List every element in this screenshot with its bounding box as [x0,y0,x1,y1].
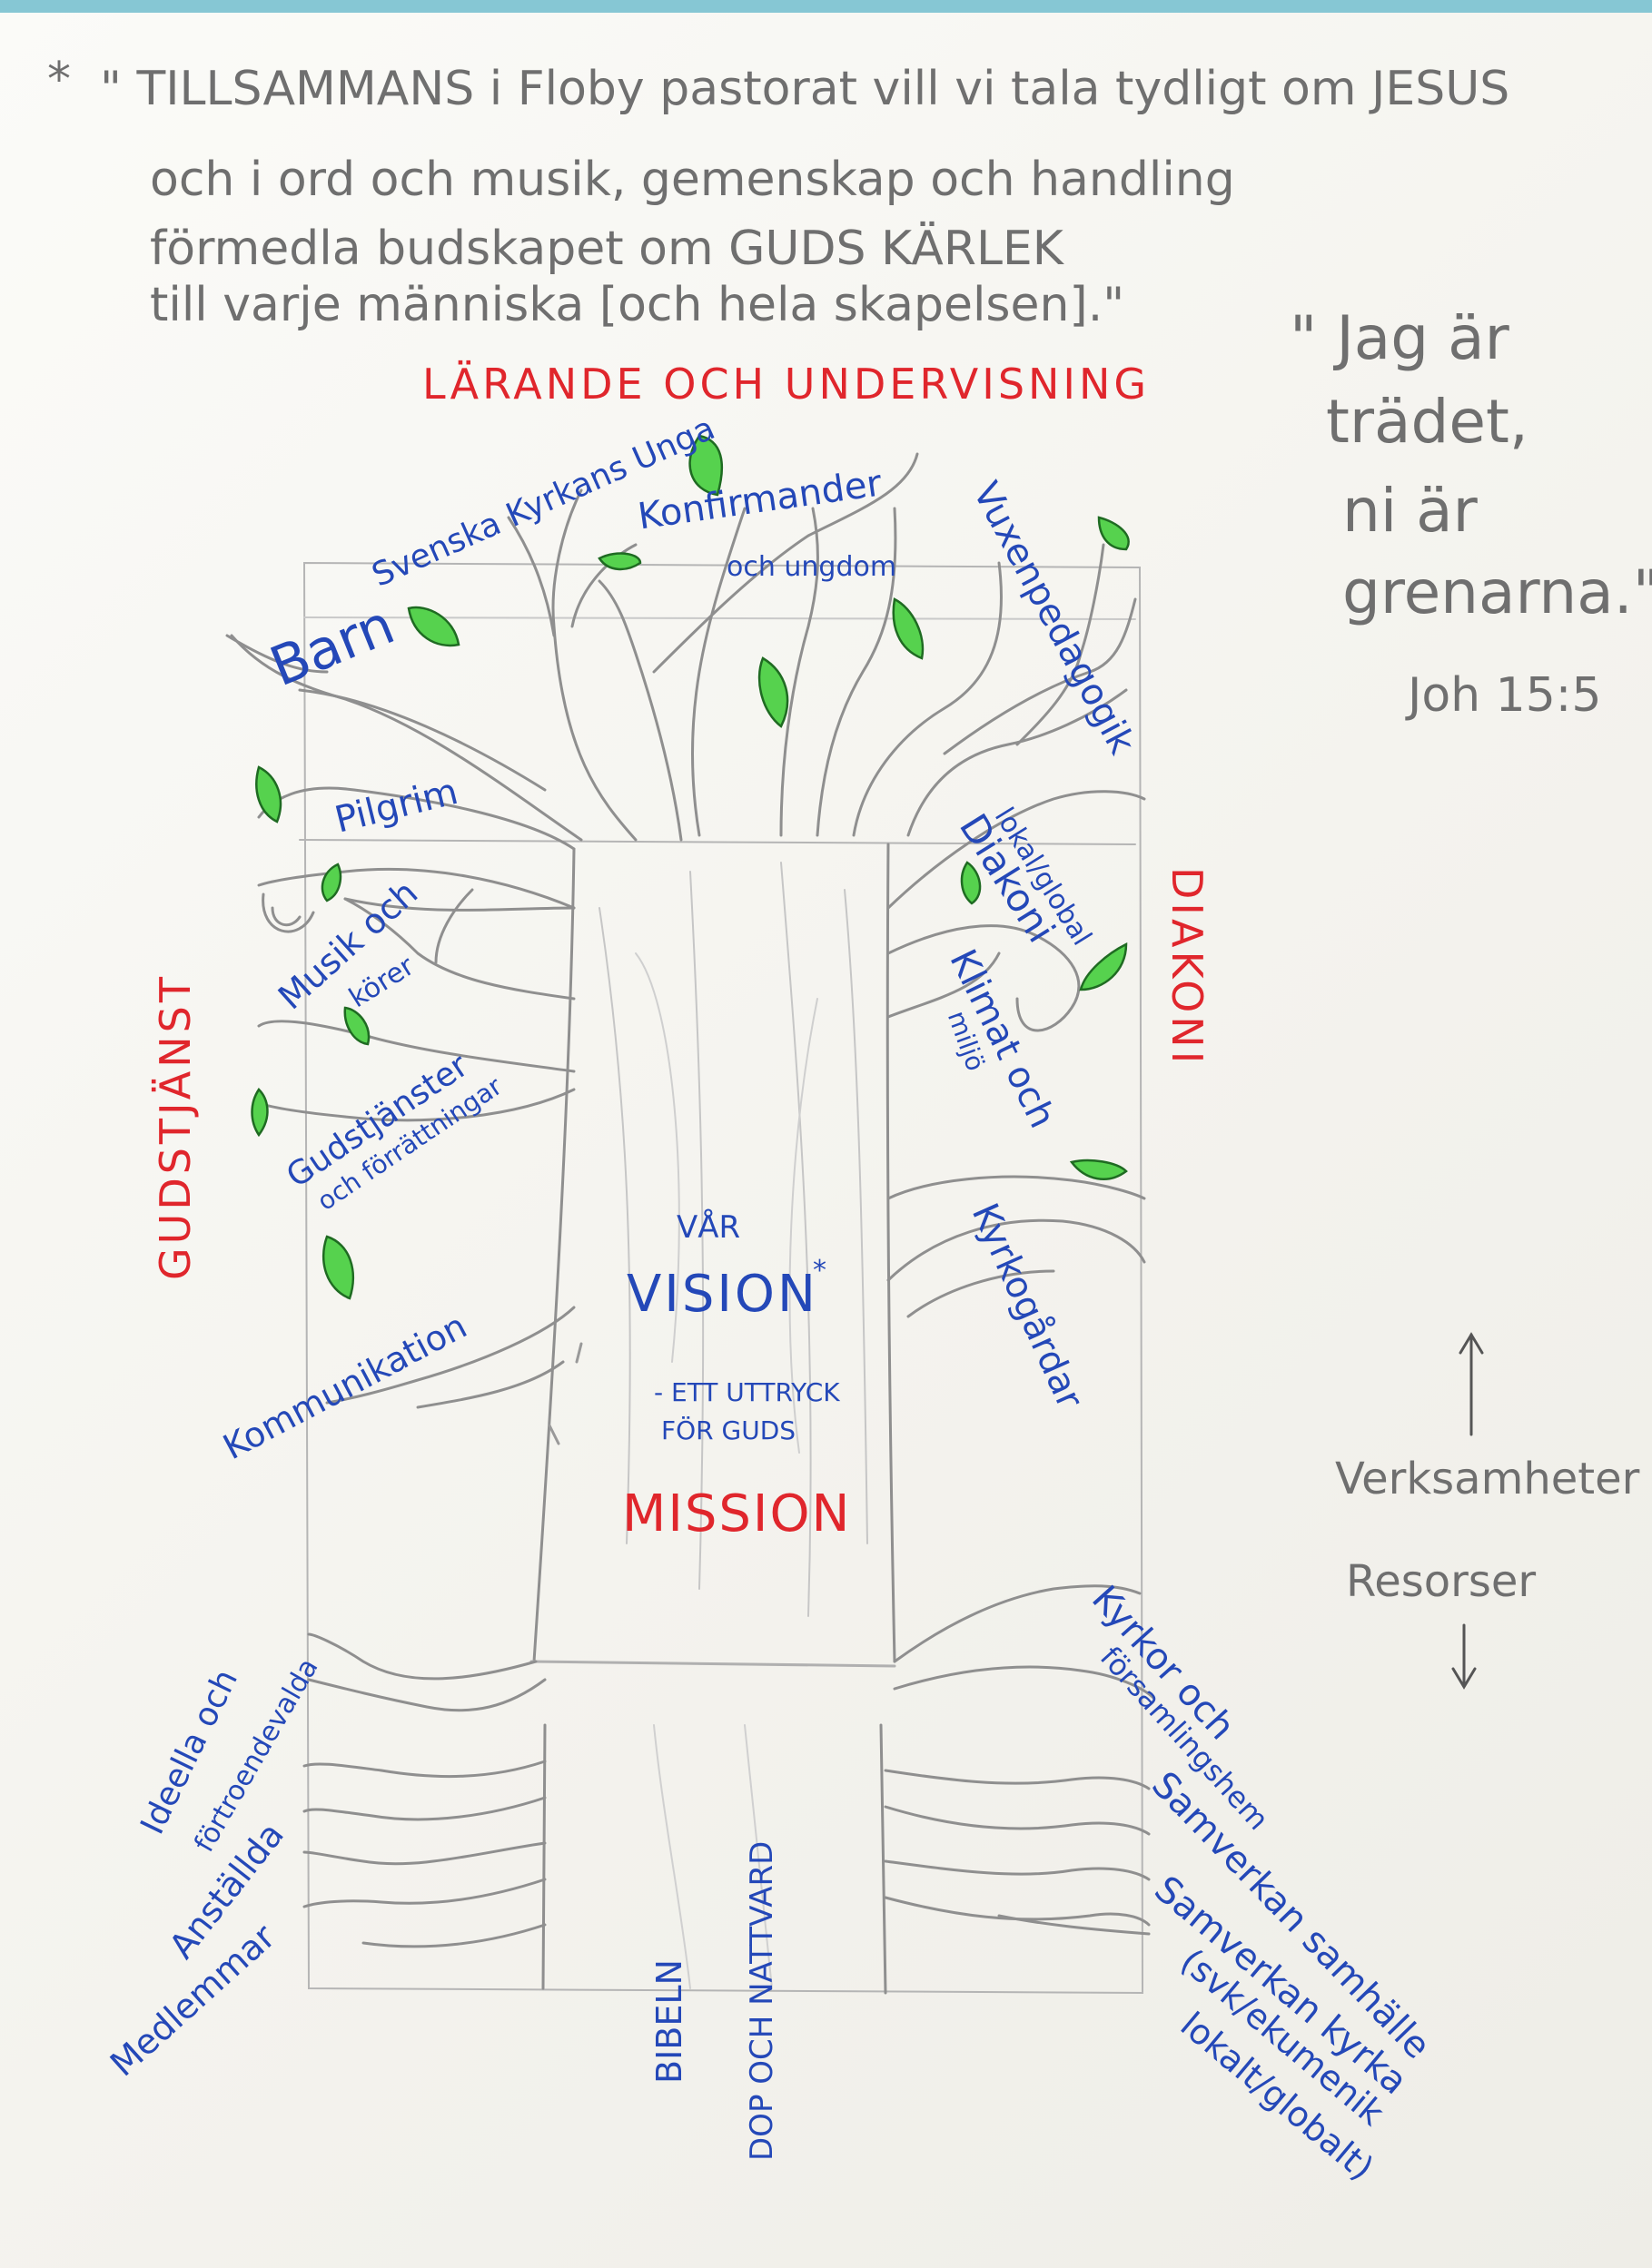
bible-quote-line-1: " Jag är [1290,303,1509,373]
area-heading-right: DIAKONI [1162,867,1212,1068]
trunk-uttryck: - ETT UTTRYCK [654,1377,840,1407]
vision-quote-line-2: och i ord och musik, gemenskap och handl… [150,153,1235,207]
trunk-mission: MISSION [622,1484,852,1543]
trunk-for-guds: FÖR GUDS [661,1415,796,1445]
tree-roots [302,1584,1155,1995]
leaf [255,765,282,823]
leaf [322,1235,354,1300]
area-heading-left: GUDSTJÄNST [151,973,200,1280]
label-och-ungdom: och ungdom [727,551,897,583]
label-resorser: Resorser [1346,1556,1537,1607]
trunk-var: VÅR [677,1209,741,1246]
bible-quote-line-2: trädet, [1326,387,1528,457]
vision-quote-line-1: " TILLSAMMANS i Floby pastorat vill vi t… [100,62,1510,116]
vision-quote-line-3: förmedla budskapet om GUDS KÄRLEK [150,222,1063,276]
left-branches [257,786,576,1409]
bible-reference: Joh 15:5 [1408,668,1602,723]
leaf [892,597,925,660]
label-verksamheter: Verksamheter [1335,1454,1640,1504]
vision-quote-line-4: till varje människa [och hela skapelsen]… [150,278,1125,332]
leaves [251,434,1130,1300]
label-bibeln: BIBELN [649,1959,689,2084]
label-dop-och-nattvard: DOP OCH NATTVARD [744,1840,780,2161]
trunk-vision: VISION [627,1265,818,1324]
leaf [343,1006,371,1046]
leaf [960,861,982,905]
right-branches [886,790,1146,1318]
vision-star: * [813,1255,826,1287]
leaf [407,606,460,647]
table-edge [0,0,1652,13]
leaf [1079,942,1128,991]
tree-branches [225,452,1137,842]
area-heading-top: LÄRANDE OCH UNDERVISNING [422,360,1151,409]
leaf [1069,1159,1128,1180]
arrow-up-icon [1459,1332,1484,1436]
leaf [321,863,342,902]
leaf [1097,516,1130,551]
footnote-star: * [47,53,71,107]
bible-quote-line-4: grenarna." [1342,557,1652,627]
leaf [598,552,642,571]
arrow-down-icon [1451,1623,1477,1690]
leaf [757,656,789,728]
leaf [251,1088,269,1138]
leaf [688,434,724,497]
tree-trunk [529,843,896,1668]
bible-quote-line-3: ni är [1342,476,1478,546]
